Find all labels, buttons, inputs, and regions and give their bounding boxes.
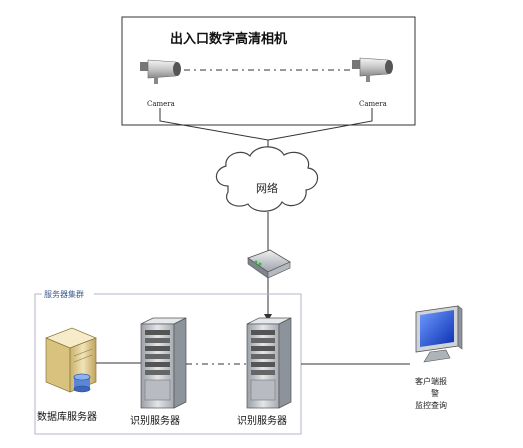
network-switch-icon [247,249,291,279]
camera-left-label: Camera [147,100,175,108]
cluster-title-bg [42,288,94,300]
client-label-line3: 监控查询 [415,400,447,410]
camera-right-label: Camera [359,100,387,108]
recognition-server-icon [140,317,187,409]
recognition-server-1-label: 识别服务器 [130,414,180,427]
database-server-label: 数据库服务器 [37,410,97,423]
camera-right-connector [267,108,373,141]
camera-left-connector [159,108,269,141]
network-label: 网络 [256,181,278,195]
camera-icon [352,57,393,82]
recognition-server-icon [246,317,292,409]
database-server-icon [45,327,97,393]
client-label-line1: 客户端报 [415,376,447,386]
camera-icon [140,59,181,84]
client-label-line2: 警 [431,388,439,398]
camera-group-box [121,16,416,126]
camera-group-title: 出入口数字高清相机 [170,31,287,47]
server-cluster-title: 服务器集群 [44,289,84,299]
arrow-head-icon [264,314,272,321]
recognition-server-2-label: 识别服务器 [237,414,287,427]
network-cloud-icon [215,146,319,212]
client-monitor-icon [415,305,463,363]
